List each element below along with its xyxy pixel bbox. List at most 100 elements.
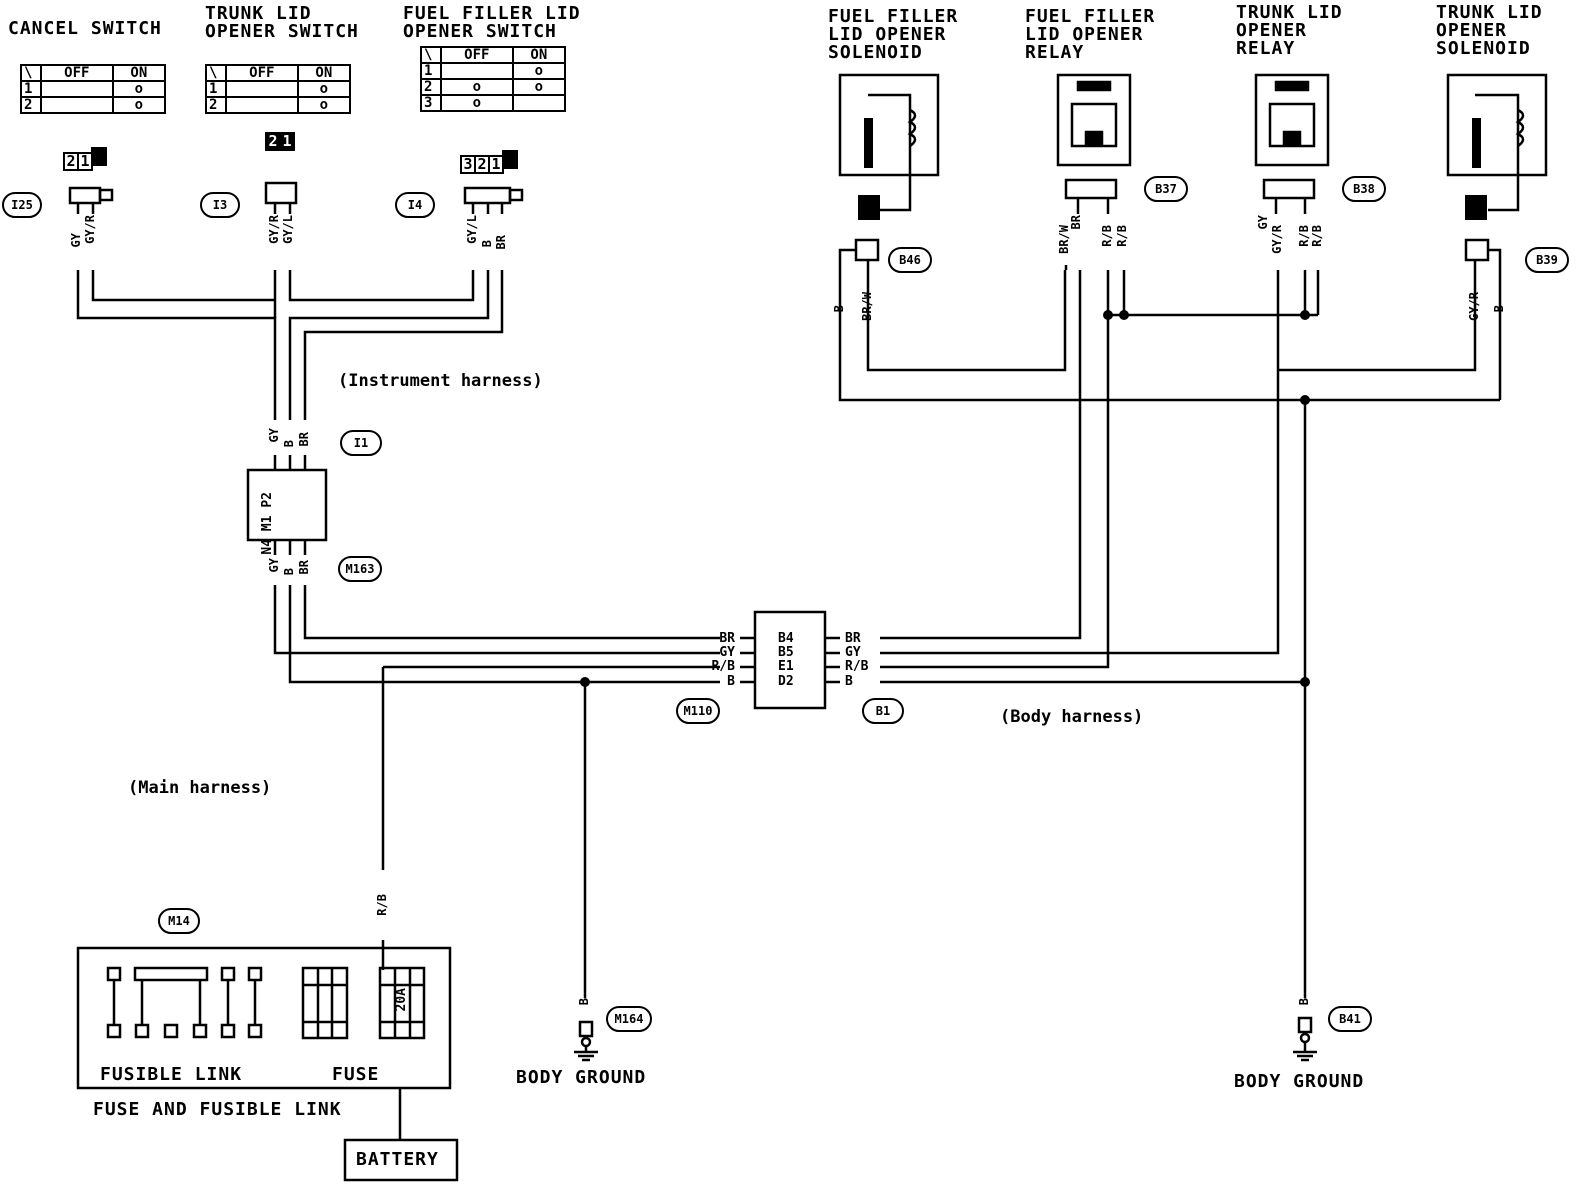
- connector-B41: B41: [1328, 1006, 1372, 1032]
- header-off: OFF: [40, 64, 114, 82]
- wire-rb-right: [880, 270, 1110, 669]
- joint-right-wire: B: [845, 674, 853, 689]
- title-fuel-filler-lid-opener-solenoid: FUEL FILLER LID OPENER SOLENOID: [828, 6, 959, 63]
- wire-label: R/B: [375, 894, 389, 916]
- wire-label: R/B: [1100, 225, 1114, 247]
- wire-label: GY/R: [83, 215, 97, 244]
- wire-i25-gy: [76, 270, 277, 420]
- plunger-fuel: [864, 118, 873, 168]
- joint-left-wire: GY: [719, 645, 735, 660]
- row-label: 2: [20, 96, 42, 114]
- connector-B1: B1: [862, 698, 904, 724]
- joint-pin: E1: [778, 659, 794, 674]
- title-cancel-switch: CANCEL SWITCH: [8, 18, 162, 39]
- ground-label-left: BODY GROUND: [516, 1067, 647, 1088]
- wire-label: GY: [267, 558, 281, 573]
- connector-M164: M164: [606, 1006, 652, 1032]
- connector-M14: M14: [158, 908, 200, 934]
- connector-B46: B46: [888, 247, 932, 273]
- wire-b46-brw: [866, 270, 1067, 372]
- wire-gy-bus: [273, 585, 720, 655]
- wire-label: GY/R: [1270, 225, 1284, 254]
- relay-box-trunk: [1254, 73, 1330, 167]
- connector-I4: I4: [395, 192, 435, 218]
- joint-pin: D2: [778, 674, 794, 689]
- header-off: OFF: [225, 64, 299, 82]
- wire-label: BR: [297, 432, 311, 447]
- battery-outline: [343, 1138, 459, 1182]
- junction-dot: [1300, 395, 1310, 405]
- junction-dot: [1103, 310, 1113, 320]
- junction-dot: [1300, 677, 1310, 687]
- wire-label: GY/R: [1467, 292, 1481, 321]
- junction-dot: [1300, 310, 1310, 320]
- junction-dot: [1119, 310, 1129, 320]
- harness-label-instrument: (Instrument harness): [338, 371, 543, 391]
- plunger-trunk: [1472, 118, 1481, 168]
- fusible-link-label: FUSIBLE LINK: [100, 1064, 243, 1085]
- joint-pin: B5: [778, 645, 794, 660]
- wire-b46-b: [838, 280, 1305, 402]
- wire-label: R/B: [1297, 225, 1311, 247]
- connector-M163: M163: [338, 556, 382, 582]
- connector-I1: I1: [340, 430, 382, 456]
- wire-label: B: [832, 305, 846, 313]
- joint-right-wire: R/B: [845, 659, 869, 674]
- wire-label: B: [282, 568, 296, 576]
- connector-B38: B38: [1342, 176, 1386, 202]
- title-trunk-lid-opener-solenoid: TRUNK LID OPENER SOLENOID: [1436, 2, 1543, 59]
- row-label: 1: [420, 62, 442, 80]
- joint-block-outline: [753, 610, 827, 710]
- ground-symbol-left: [574, 1020, 598, 1062]
- row-label: 2: [420, 78, 442, 96]
- wire-label: GY/L: [465, 215, 479, 244]
- joint-left-wire: BR: [719, 631, 735, 646]
- connector-B37: B37: [1144, 176, 1188, 202]
- title-fuel-filler-lid-opener-relay: FUEL FILLER LID OPENER RELAY: [1025, 6, 1156, 63]
- harness-label-body: (Body harness): [1000, 707, 1144, 727]
- joint-left-wire: R/B: [711, 659, 735, 674]
- wire-b39-gyr: [1278, 285, 1477, 372]
- wire-i3-gyl: [288, 270, 475, 302]
- wire-i4-br: [303, 270, 504, 420]
- solenoid-box-fuel: [838, 73, 940, 177]
- wire-br-right: [880, 270, 1082, 640]
- harness-label-main: (Main harness): [128, 778, 272, 798]
- wire-label: BR: [494, 235, 508, 250]
- wire-label: R/B: [1115, 225, 1129, 247]
- junction-dot: [580, 677, 590, 687]
- wire-label: B: [1492, 305, 1506, 313]
- title-trunk-lid-opener-relay: TRUNK LID OPENER RELAY: [1236, 2, 1343, 59]
- wire-label: GY/R: [267, 215, 281, 244]
- joint-right-wire: GY: [845, 645, 861, 660]
- wire-label: BR: [297, 560, 311, 575]
- wire-label: B: [577, 998, 591, 1006]
- wire-label: BR: [1069, 215, 1083, 230]
- connector-B39: B39: [1525, 247, 1569, 273]
- connector-M110: M110: [676, 698, 720, 724]
- i1-block-outline: [246, 468, 328, 542]
- joint-right-wire: BR: [845, 631, 861, 646]
- wire-b-bus: [288, 585, 720, 684]
- wire-label: GY: [267, 428, 281, 443]
- ground-label-right: BODY GROUND: [1234, 1071, 1365, 1092]
- row-label: 3: [420, 94, 442, 112]
- joint-pin: B4: [778, 631, 794, 646]
- wire-i4-b: [288, 270, 490, 420]
- wire-label: B: [282, 440, 296, 448]
- row-label: 2: [205, 96, 227, 114]
- wire-label: R/B: [1310, 225, 1324, 247]
- solenoid-box-trunk: [1446, 73, 1548, 177]
- fuse-box-caption: FUSE AND FUSIBLE LINK: [93, 1099, 342, 1120]
- wire-i25-gyr: [91, 270, 275, 302]
- i1-pin-labels: N4 M1 P2: [260, 492, 275, 555]
- row-label: 1: [205, 80, 227, 98]
- wire-label: GY: [69, 233, 83, 248]
